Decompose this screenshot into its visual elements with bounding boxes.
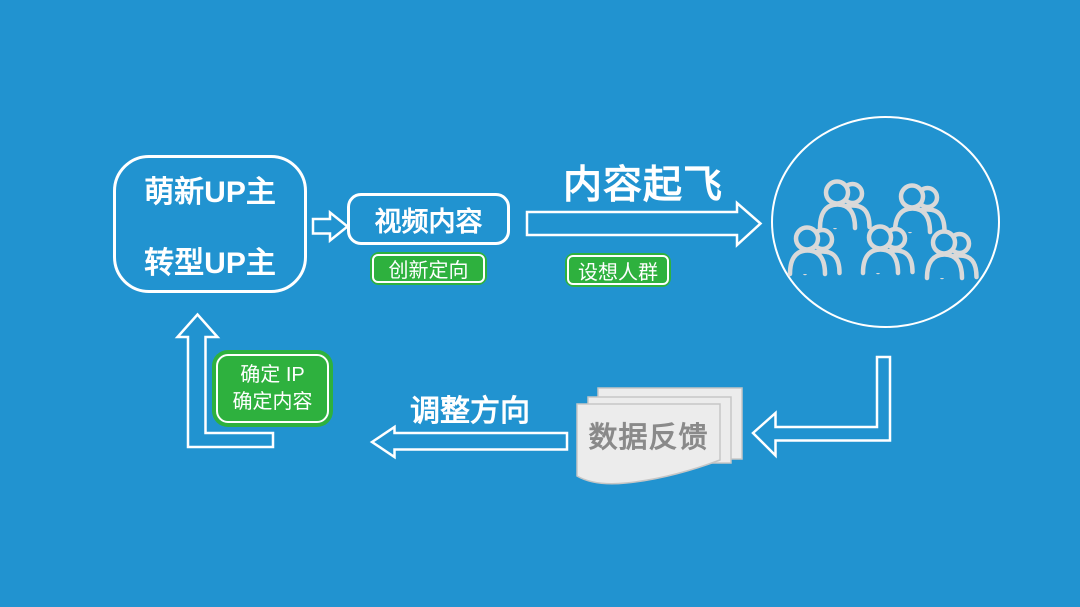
person-icon <box>820 182 870 229</box>
person-icon <box>790 228 840 275</box>
audience-label: 设想人群 <box>578 261 658 284</box>
innovation-label: 创新定向 <box>388 260 469 282</box>
arrow-circle-to-papers-icon <box>751 355 892 459</box>
video-content-box: 视频内容 <box>347 193 510 245</box>
paper-stack-icon <box>576 387 743 485</box>
video-content-label: 视频内容 <box>374 206 483 237</box>
source-line-2: 转型UP主 <box>144 246 276 280</box>
person-icon <box>927 232 977 279</box>
confirm-ip-box: 确定 IP 确定内容 <box>212 350 333 427</box>
arrow-content-takeoff-icon <box>525 200 763 248</box>
innovation-pill: 创新定向 <box>370 252 487 285</box>
audience-pill: 设想人群 <box>565 253 671 287</box>
arrow-loop-up-icon <box>174 312 275 449</box>
audience-circle <box>771 116 1000 328</box>
confirm-line-1: 确定 IP <box>240 363 305 386</box>
arrow-source-to-video-icon <box>311 209 350 244</box>
source-up-box: 萌新UP主 转型UP主 <box>113 155 307 293</box>
people-group-icon <box>771 116 1000 328</box>
source-line-1: 萌新UP主 <box>144 175 276 209</box>
confirm-line-2: 确定内容 <box>232 390 313 413</box>
adjust-direction-label: 调整方向 <box>410 395 530 428</box>
data-feedback-label: 数据反馈 <box>588 422 709 454</box>
person-icon <box>895 186 945 233</box>
person-icon <box>863 227 913 274</box>
headline-title: 内容起飞 <box>562 164 723 207</box>
arrow-adjust-left-icon <box>369 424 569 460</box>
